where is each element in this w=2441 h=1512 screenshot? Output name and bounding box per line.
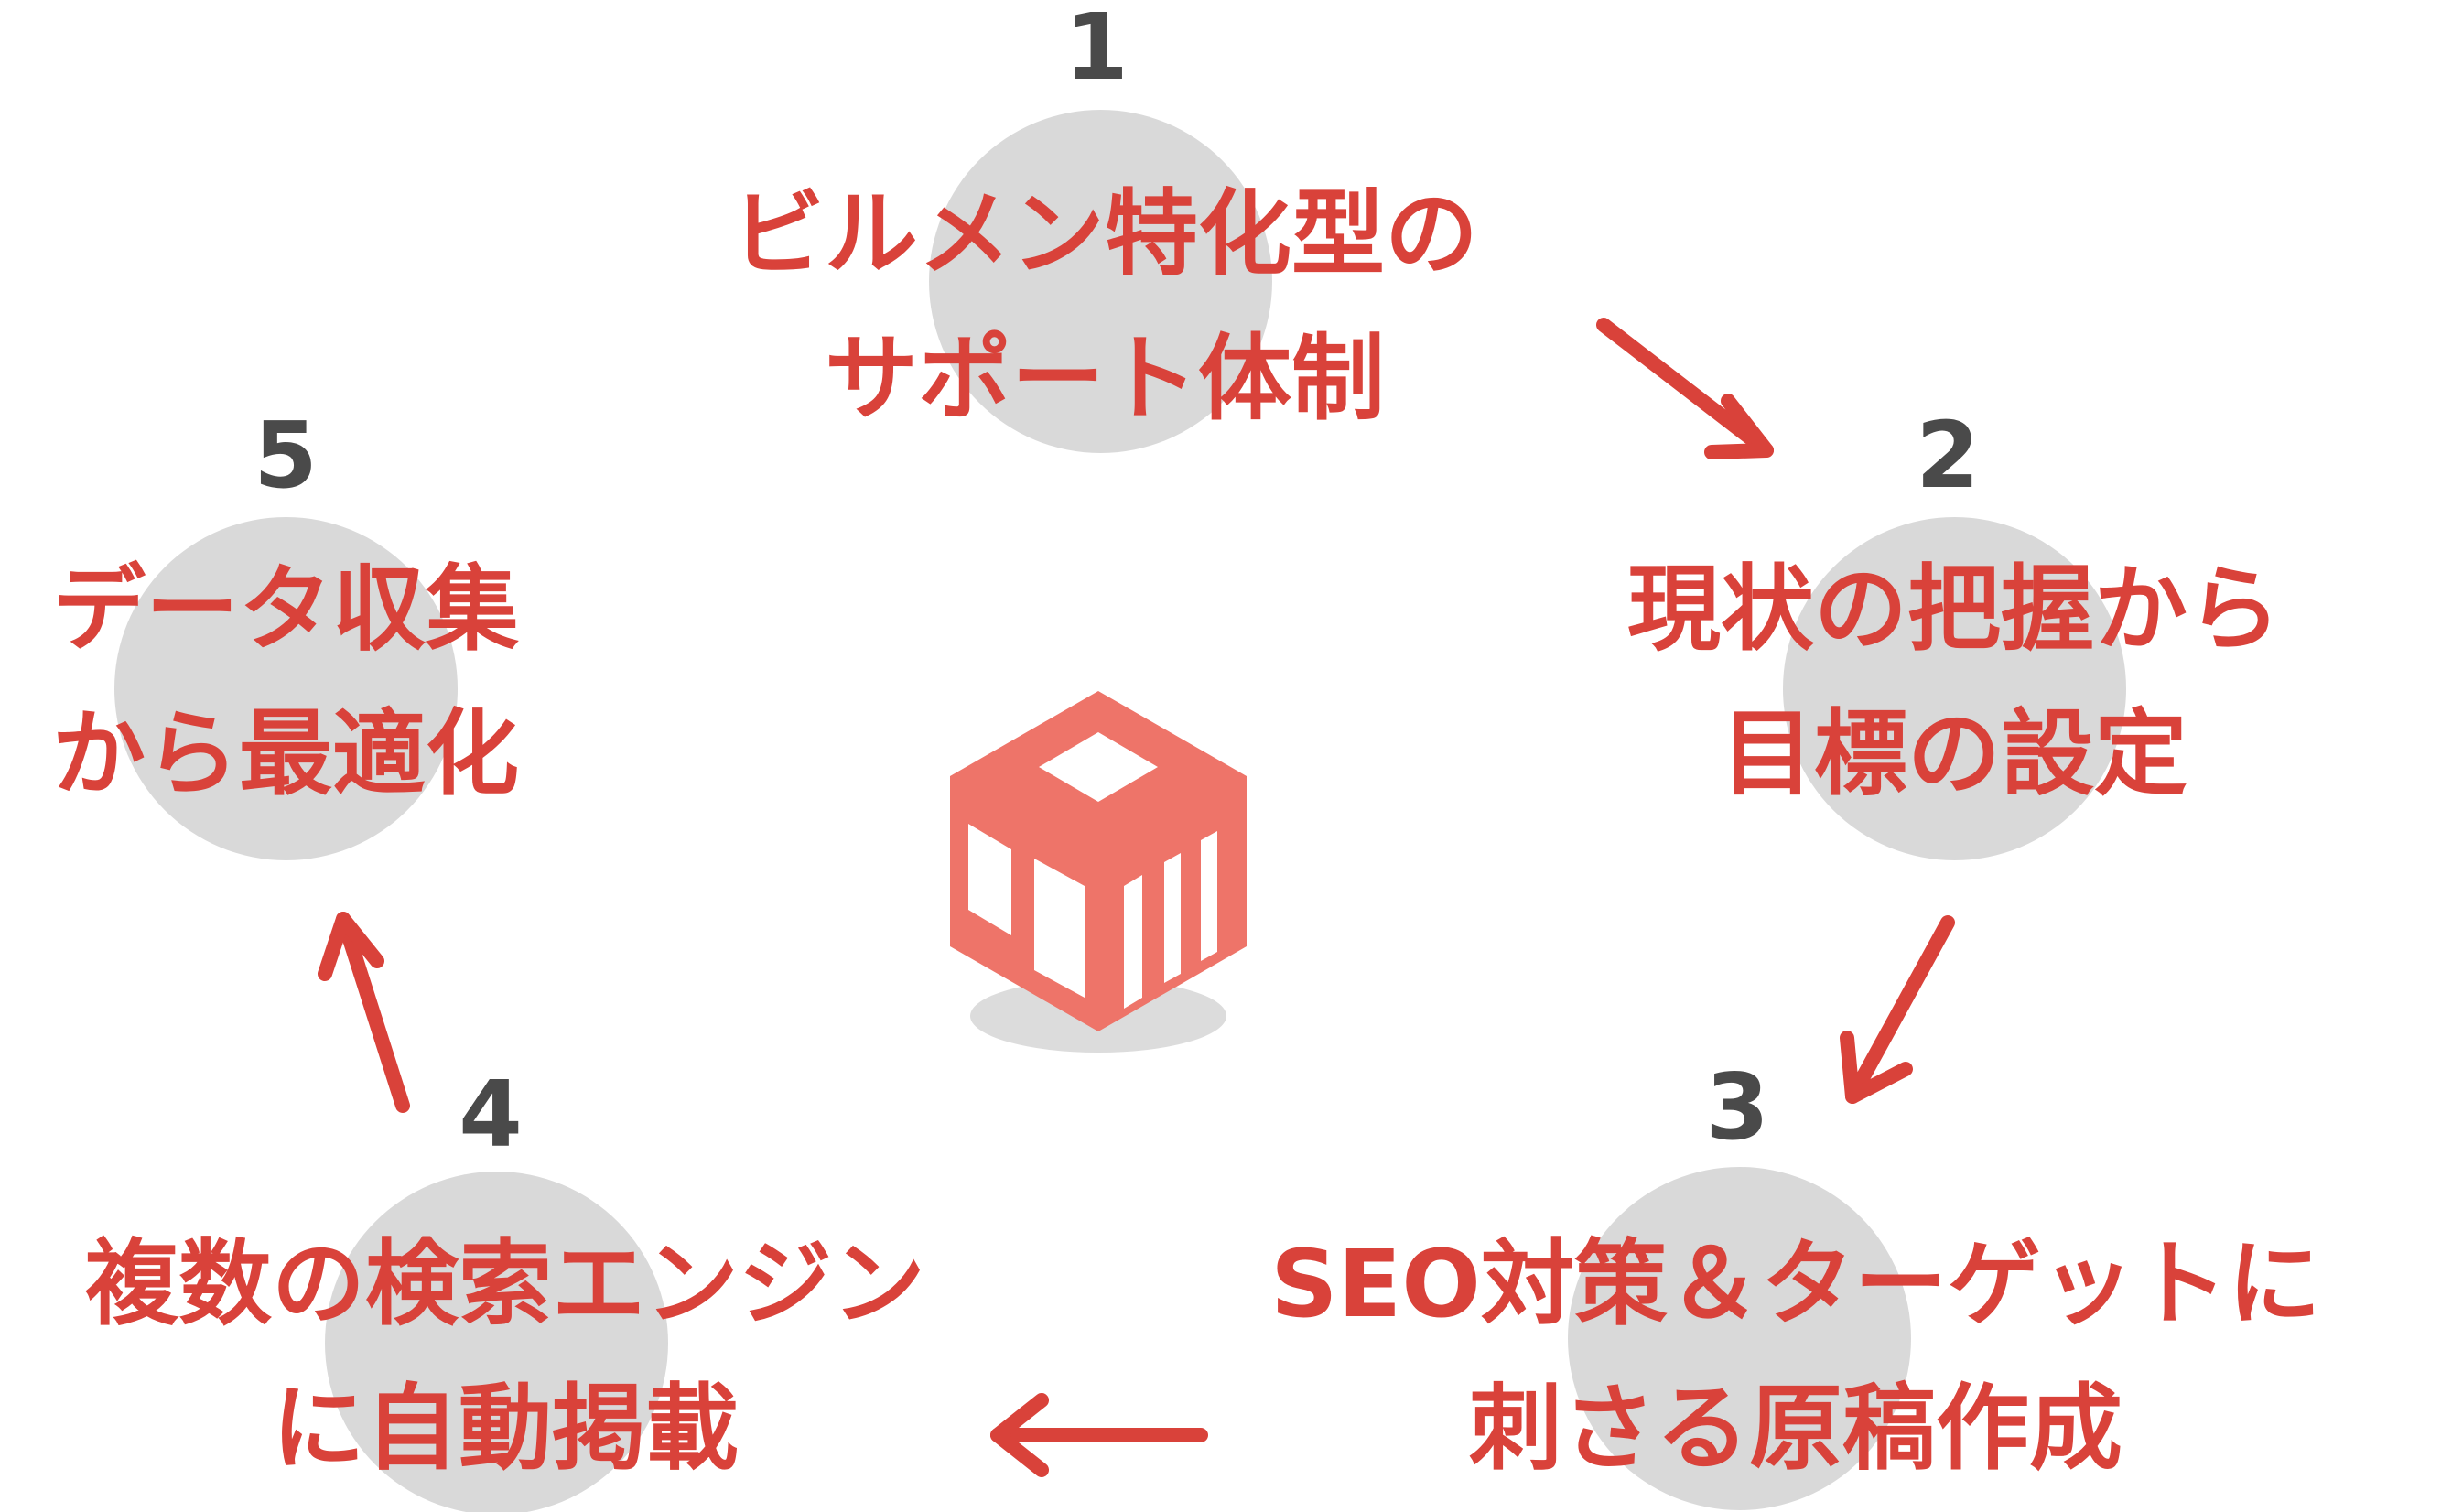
arrow-3-to-4-icon	[990, 1393, 1208, 1477]
arrow-2-to-3-icon	[1840, 915, 1955, 1104]
step-1-number: 1	[1064, 0, 1129, 101]
step-2-number: 2	[1916, 402, 1980, 509]
step-5-label-line1: データ収集	[52, 556, 519, 664]
step-2-label-line1: 現状の把握から	[1627, 556, 2281, 664]
step-1-label-line1: ビルメン特化型の	[731, 180, 1478, 289]
cube-logo-icon	[950, 691, 1247, 1053]
step-1-label: ビルメン特化型の サポート体制	[731, 163, 1478, 452]
step-5-circle	[114, 517, 458, 860]
arrow-1-to-2-icon	[1596, 318, 1774, 459]
step-2-label: 現状の把握から 目標の設定	[1627, 538, 2281, 827]
step-3-number: 3	[1705, 1053, 1769, 1161]
step-1-circle	[929, 110, 1272, 453]
step-1-label-line2: サポート体制	[825, 325, 1385, 434]
step-3-label-line2: 刺さる原稿作成	[1468, 1375, 2122, 1484]
step-2-label-line2: 目標の設定	[1721, 700, 2187, 809]
step-3-label: SEO対策＆ターゲットに 刺さる原稿作成	[1270, 1213, 2321, 1502]
step-3-circle	[1568, 1167, 1911, 1510]
step-5-label: データ収集 から最適化	[52, 538, 519, 827]
step-5-number: 5	[254, 402, 318, 509]
step-4-number: 4	[459, 1061, 523, 1168]
step-4-circle	[325, 1172, 668, 1512]
step-3-label-line1: SEO対策＆ターゲットに	[1270, 1230, 2321, 1339]
step-2-circle	[1783, 517, 2126, 860]
arrow-4-to-5-icon	[318, 912, 410, 1113]
step-4-label-line2: に自動掲載	[272, 1375, 739, 1484]
step-4-label-line1: 複数の検索エンジン	[85, 1230, 925, 1339]
step-4-label: 複数の検索エンジン に自動掲載	[85, 1213, 925, 1502]
step-5-label-line2: から最適化	[52, 700, 519, 809]
